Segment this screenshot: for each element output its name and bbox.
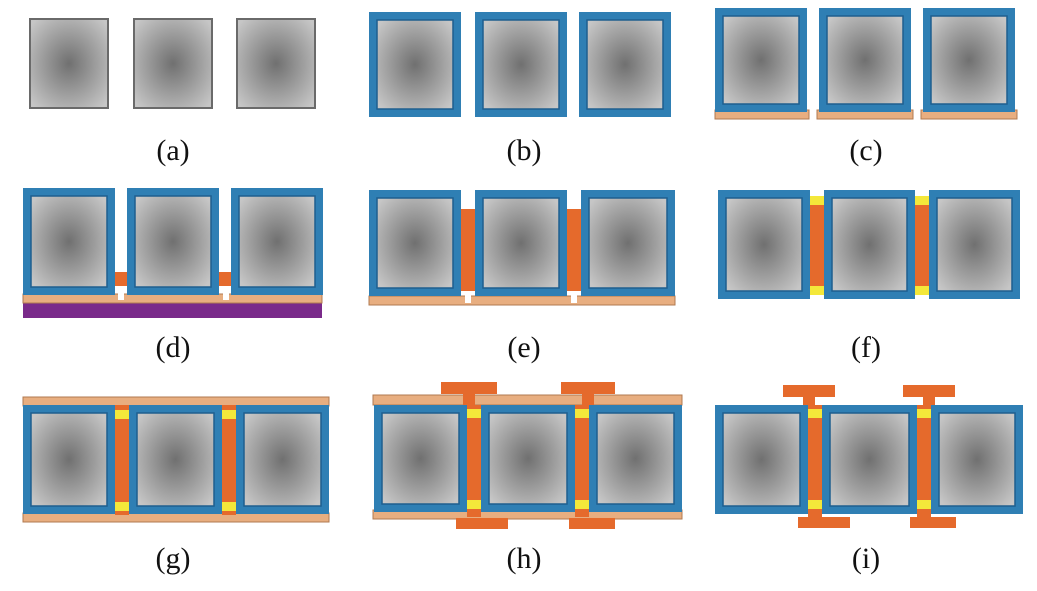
- substrate: [23, 302, 322, 318]
- copper-pad-bottom: [569, 518, 615, 529]
- copper-via: [461, 209, 475, 291]
- carrier-layer: [22, 293, 323, 304]
- panel-b: [369, 12, 671, 117]
- coated-die: [127, 188, 219, 295]
- panel-label-d: (d): [156, 331, 191, 364]
- panel-g: [22, 396, 330, 523]
- carrier-layer-bottom: [22, 512, 330, 523]
- solder-cap: [467, 409, 481, 418]
- panel-label-i: (i): [852, 542, 880, 575]
- panel-label-e: (e): [507, 331, 540, 364]
- die: [133, 18, 213, 109]
- panel-h: [372, 382, 683, 529]
- panel-c: [714, 8, 1018, 120]
- coated-die: [475, 12, 567, 117]
- solder-cap: [222, 502, 236, 511]
- coated-die: [475, 190, 567, 296]
- solder-cap: [917, 409, 931, 418]
- copper-pad-top: [783, 385, 835, 397]
- coated-die: [589, 405, 682, 512]
- solder-cap: [810, 196, 824, 205]
- solder-cap: [222, 410, 236, 419]
- solder-cap: [808, 500, 822, 509]
- copper-pad-bottom: [798, 517, 850, 528]
- coated-die: [23, 405, 115, 514]
- copper-via: [808, 405, 822, 517]
- carrier-layer-top: [372, 394, 683, 406]
- copper-via: [575, 405, 589, 517]
- coated-die: [581, 190, 675, 296]
- solder-cap: [467, 500, 481, 509]
- coated-die: [819, 8, 911, 112]
- solder-cap: [575, 409, 589, 418]
- copper-via: [917, 405, 931, 517]
- copper-pad-top: [441, 382, 497, 394]
- panel-e: [368, 190, 676, 306]
- solder-cap: [808, 409, 822, 418]
- panel-label-b: (b): [507, 134, 542, 167]
- solder-cap: [915, 286, 929, 295]
- solder-cap: [575, 500, 589, 509]
- panel-f: [718, 190, 1020, 299]
- copper-via: [467, 405, 481, 517]
- coated-die: [374, 405, 467, 512]
- coated-die: [369, 12, 461, 117]
- coated-die: [236, 405, 329, 514]
- copper-pad-top: [903, 385, 955, 397]
- copper-seed: [114, 272, 128, 286]
- coated-die: [824, 190, 915, 299]
- copper-via: [810, 196, 824, 294]
- copper-via: [915, 196, 929, 294]
- panel-a: [29, 18, 316, 109]
- copper-via: [222, 405, 236, 515]
- solder-cap: [115, 502, 129, 511]
- carrier-layer: [368, 295, 676, 306]
- solder-cap: [917, 500, 931, 509]
- panel-label-f: (f): [851, 331, 881, 364]
- panel-label-h: (h): [507, 542, 542, 575]
- solder-cap: [810, 286, 824, 295]
- die: [29, 18, 109, 109]
- coated-die: [715, 8, 807, 112]
- coated-die: [822, 405, 917, 514]
- solder-cap: [115, 410, 129, 419]
- copper-via: [115, 405, 129, 515]
- panel-label-c: (c): [849, 134, 882, 167]
- copper-via: [567, 209, 581, 291]
- coated-die: [929, 190, 1020, 299]
- coated-die: [923, 8, 1015, 112]
- coated-die: [481, 405, 575, 512]
- coated-die: [23, 188, 115, 295]
- copper-pad-bottom: [910, 517, 956, 528]
- coated-die: [715, 405, 808, 514]
- die: [236, 18, 316, 109]
- coated-die: [129, 405, 222, 514]
- coated-die: [931, 405, 1023, 514]
- coated-die: [579, 12, 671, 117]
- panel-label-a: (a): [156, 134, 189, 167]
- coated-die: [231, 188, 323, 295]
- solder-cap: [915, 196, 929, 205]
- copper-pad-top: [561, 382, 615, 394]
- panel-label-g: (g): [156, 542, 191, 575]
- panel-i: [715, 385, 1023, 528]
- copper-pad-bottom: [456, 518, 508, 529]
- copper-seed: [219, 272, 233, 286]
- panel-d: [22, 188, 323, 318]
- coated-die: [369, 190, 461, 296]
- coated-die: [718, 190, 810, 299]
- carrier-layer-top: [22, 396, 330, 407]
